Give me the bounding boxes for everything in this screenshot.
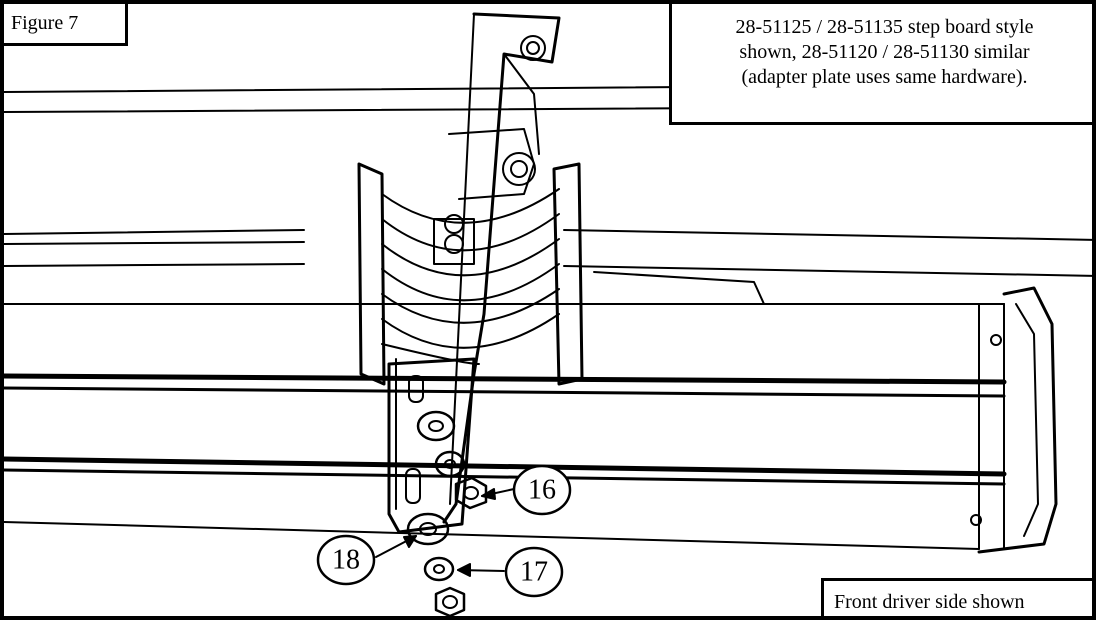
note-line: 28-51125 / 28-51135 step board style [735,16,1034,38]
mounting-bracket [442,12,561,524]
callout-16: 16 [512,464,572,516]
callout-17-number: 17 [520,557,548,588]
adapter-plate [387,357,476,534]
callout-17: 17 [504,546,564,598]
callout-18-number: 18 [332,545,360,576]
hardware-stack [406,410,488,616]
note-line: shown, 28-51120 / 28-51130 similar [739,41,1030,63]
view-label: Front driver side shown [821,578,1092,616]
note-line: (adapter plate uses same hardware). [741,66,1028,88]
figure-label: Figure 7 [4,4,128,46]
curved-cradle [357,162,584,386]
step-board [4,271,1058,554]
note-box: 28-51125 / 28-51135 step board style sho… [669,4,1092,125]
callout-18: 18 [316,534,376,586]
callout-16-number: 16 [528,475,556,506]
assembly-drawing: 16 17 18 [4,12,1092,616]
callout-leaders [375,488,515,577]
